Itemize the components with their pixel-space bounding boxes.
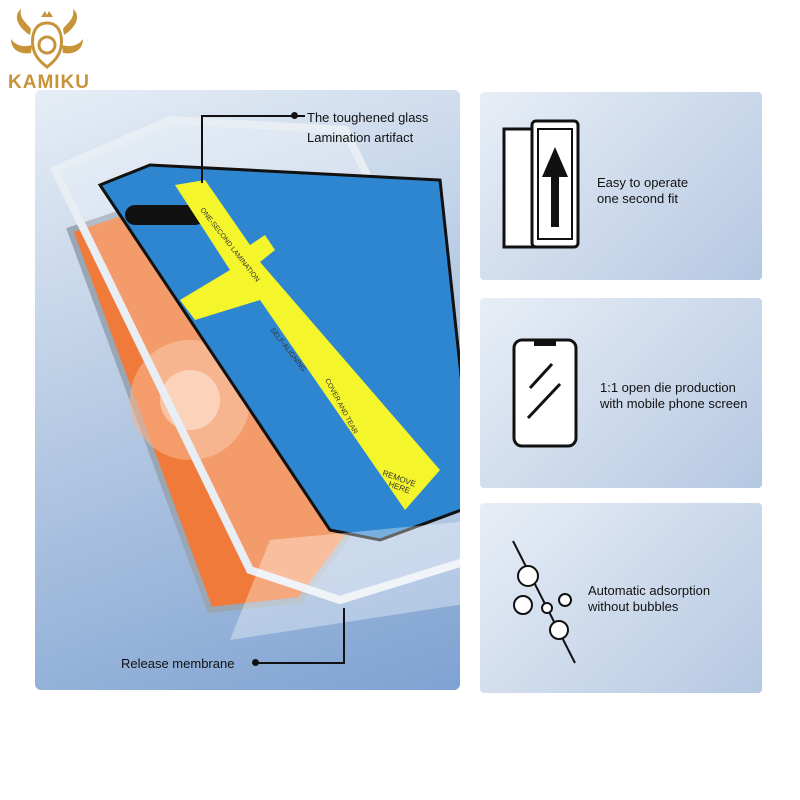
callout-line [255,662,345,664]
callout-line [343,608,345,664]
callout-line [295,115,305,117]
callout-line [201,115,295,117]
feature-3-line2: without bubbles [588,599,679,614]
glass-callout-line2: Lamination artifact [307,130,414,145]
membrane-callout: Release membrane [121,656,235,671]
product-illustration-panel: ONE-SECOND LAMINATION SELF-ALIGNING COVE… [35,90,460,690]
feature-2-line1: 1:1 open die production [600,380,736,395]
brand-logo-crest [11,9,83,70]
brand-name: KAMIKU [8,72,90,93]
phone-illustration: ONE-SECOND LAMINATION SELF-ALIGNING COVE… [49,115,460,640]
feature-2-line2: with mobile phone screen [600,396,748,411]
bubbles-icon [512,540,576,664]
glass-callout-line1: The toughened glass [307,110,429,125]
feature-1-line2: one second fit [597,191,678,206]
phone-screen-icon [512,338,578,448]
feature-3-line1: Automatic adsorption [588,583,711,598]
arrow-up-card-icon [502,119,580,249]
callout-line [201,115,203,183]
feature-1-line1: Easy to operate [597,175,689,190]
